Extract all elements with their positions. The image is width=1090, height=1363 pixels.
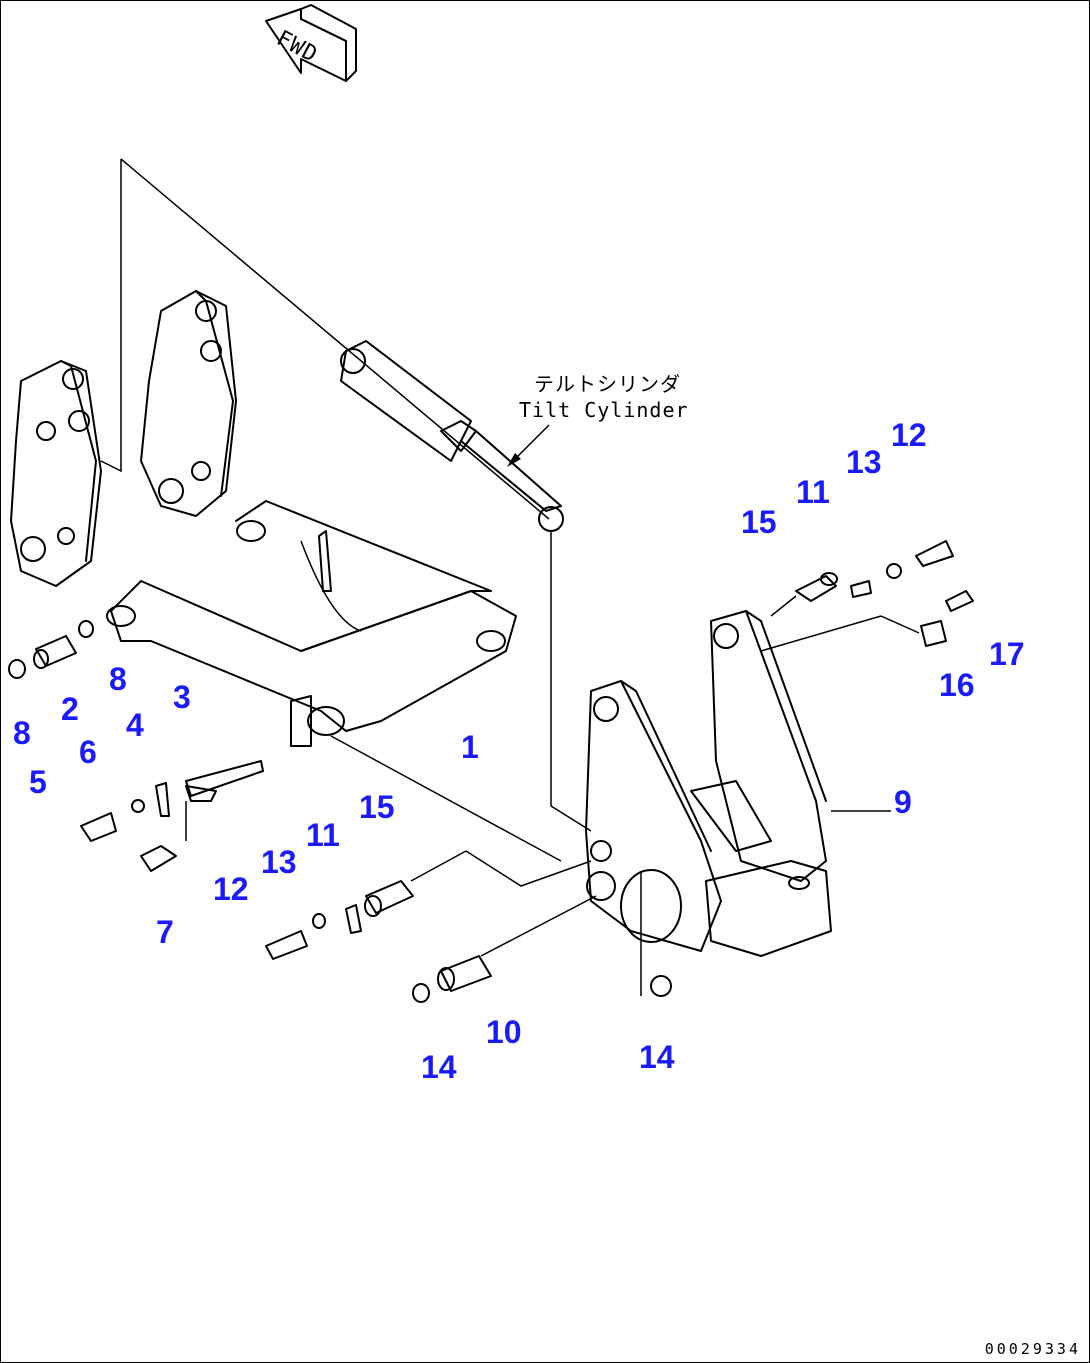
small-parts-right-upper (760, 540, 974, 652)
callout-2[interactable]: 2 (61, 691, 79, 727)
callout-10[interactable]: 10 (486, 1014, 522, 1050)
callout-13-lower[interactable]: 13 (261, 844, 297, 880)
tilt-cylinder (340, 340, 592, 832)
small-parts-left (8, 620, 264, 872)
left-plate-inner (140, 290, 237, 517)
callout-14-left[interactable]: 14 (421, 1049, 457, 1085)
callout-7[interactable]: 7 (156, 914, 174, 950)
callout-17[interactable]: 17 (989, 636, 1025, 672)
callout-3[interactable]: 3 (173, 679, 191, 715)
callout-6[interactable]: 6 (79, 734, 97, 770)
callout-15-lower[interactable]: 15 (359, 789, 395, 825)
annotation-arrow-icon (507, 424, 550, 467)
callout-1[interactable]: 1 (461, 729, 479, 765)
callout-12-upper[interactable]: 12 (891, 417, 927, 453)
callout-9[interactable]: 9 (894, 784, 912, 820)
frame-bracket (585, 610, 891, 996)
leader-line-frame (100, 159, 122, 473)
lift-arm (106, 500, 562, 862)
callout-15-upper[interactable]: 15 (741, 504, 777, 540)
callout-8-left[interactable]: 8 (13, 715, 31, 751)
left-plate-outer (10, 360, 102, 587)
callout-5[interactable]: 5 (29, 764, 47, 800)
callout-14-right[interactable]: 14 (639, 1039, 675, 1075)
callout-16[interactable]: 16 (939, 667, 975, 703)
small-parts-lower (265, 850, 672, 1003)
callout-11-upper[interactable]: 11 (796, 474, 830, 510)
callout-11-lower[interactable]: 11 (306, 817, 340, 853)
drawing-number: 00029334 (984, 1340, 1081, 1358)
callout-12-lower[interactable]: 12 (213, 871, 249, 907)
callout-13-upper[interactable]: 13 (846, 444, 882, 480)
tilt-cylinder-label-en: Tilt Cylinder (519, 398, 689, 422)
tilt-cylinder-label-jp: テルトシリンダ (534, 372, 681, 396)
forward-arrow-icon (265, 4, 357, 82)
callout-4[interactable]: 4 (126, 707, 144, 743)
callout-8-right[interactable]: 8 (109, 661, 127, 697)
